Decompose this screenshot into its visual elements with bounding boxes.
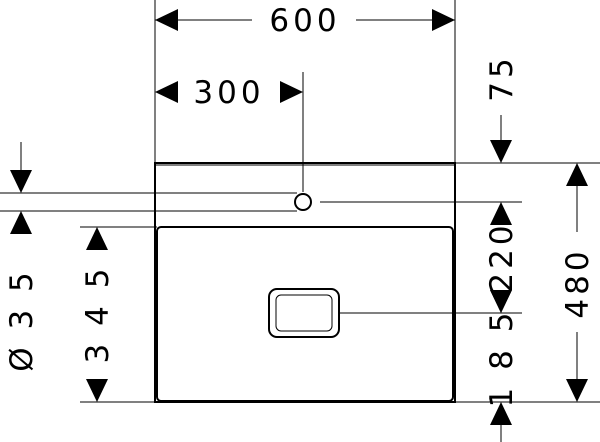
basin-outline xyxy=(154,162,456,403)
bowl-depth-label: 3 4 5 xyxy=(80,265,116,364)
tap-offset-label: 300 xyxy=(193,75,264,111)
extension-lines xyxy=(0,0,600,403)
dim-drain-to-front: 1 8 5 xyxy=(484,290,520,442)
dim-tap-diameter: Ø 3 5 xyxy=(4,142,40,372)
dim-bowl-depth: 3 4 5 xyxy=(80,227,116,402)
overall-width-label: 600 xyxy=(269,3,340,39)
basin-bowl-edge xyxy=(156,226,454,402)
dim-overall-depth: 480 xyxy=(560,163,596,402)
dim-overall-width: 600 xyxy=(155,3,455,39)
drain-inner xyxy=(275,294,333,332)
drain-outer xyxy=(268,288,340,338)
dim-tap-to-drain: 220 xyxy=(484,202,520,313)
overall-depth-label: 480 xyxy=(560,247,596,318)
tap-to-drain-label: 220 xyxy=(484,221,520,292)
dim-back-edge: 75 xyxy=(484,54,520,163)
back-edge-label: 75 xyxy=(484,54,520,101)
tap-diameter-label: Ø 3 5 xyxy=(4,268,40,372)
basin-outer-edge xyxy=(154,162,456,403)
drain-to-front-label: 1 8 5 xyxy=(484,309,520,408)
dim-tap-offset: 300 xyxy=(155,75,303,111)
tap-hole xyxy=(294,193,312,211)
